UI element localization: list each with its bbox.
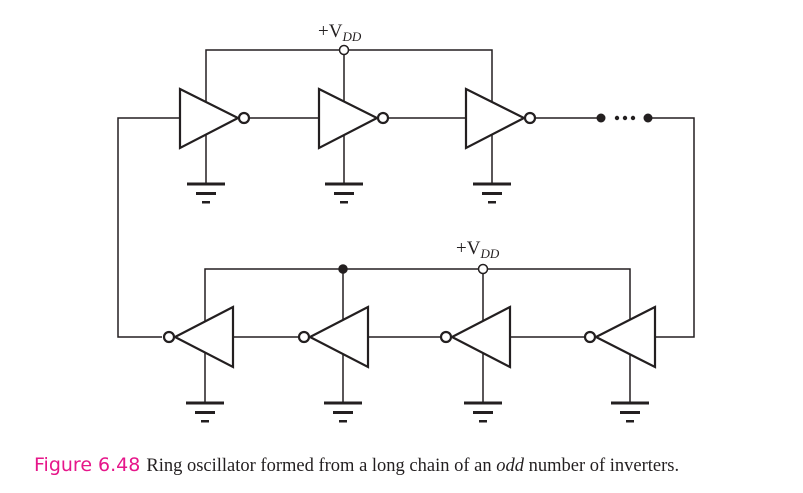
inverter-top-2 <box>317 87 380 150</box>
continuation-dots <box>596 113 653 123</box>
top-vdd-label: +VDD <box>318 21 362 44</box>
caption-text: Ring oscillator formed from a long chain… <box>146 456 497 476</box>
ground-icon <box>611 401 649 423</box>
inverter-bubble <box>162 330 176 344</box>
inverter-bottom-4 <box>593 305 657 369</box>
feedback-wires <box>117 117 695 338</box>
ground-icon <box>186 401 224 423</box>
inverter-gates <box>162 87 657 369</box>
inverter-top-1 <box>178 87 241 150</box>
ground-icon <box>187 182 225 204</box>
inverter-bubble <box>523 111 537 125</box>
bottom-vdd-terminal <box>477 263 489 275</box>
figure-label: Figure 6.48 <box>34 454 141 476</box>
bottom-supply-rail <box>204 268 631 337</box>
ground-icon <box>324 401 362 423</box>
ground-wires <box>204 118 631 403</box>
ground-icon <box>464 401 502 423</box>
bottom-vdd-label: +VDD <box>456 238 500 261</box>
inverter-bottom-1 <box>172 305 235 369</box>
inverter-top-3 <box>464 87 527 150</box>
inverter-bubble <box>439 330 453 344</box>
ground-icon <box>325 182 363 204</box>
inverter-bubble <box>583 330 597 344</box>
inverter-bubble <box>237 111 251 125</box>
inverter-bottom-2 <box>307 305 370 369</box>
inverter-bottom-3 <box>449 305 512 369</box>
caption-emphasis: odd <box>496 456 524 476</box>
inverter-bubble <box>297 330 311 344</box>
caption-text-end: number of inverters. <box>523 456 680 476</box>
inverter-bubble <box>376 111 390 125</box>
ground-symbols <box>186 182 649 423</box>
junction-dot <box>338 264 348 274</box>
top-vdd-terminal <box>338 44 350 56</box>
ground-icon <box>473 182 511 204</box>
